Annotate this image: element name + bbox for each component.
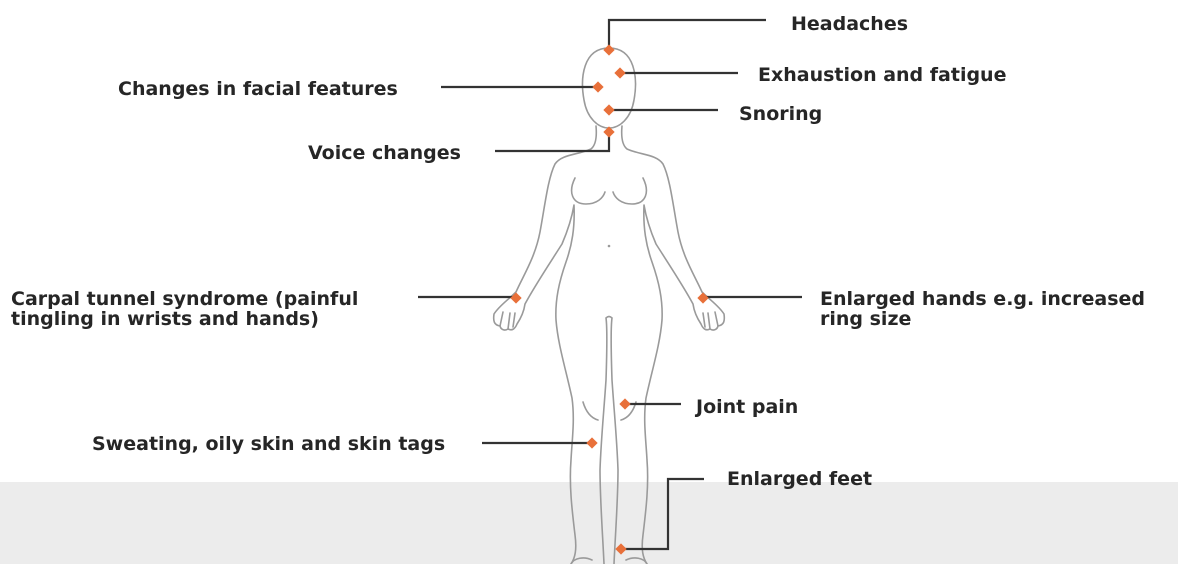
navel-mark [608,245,611,248]
label-facial: Changes in facial features [118,79,398,99]
left-body-side [494,126,597,564]
label-joint: Joint pain [696,397,798,417]
label-carpal: Carpal tunnel syndrome (painful tingling… [11,289,407,329]
feet-outline [571,558,647,564]
finger-lines [500,312,718,329]
marker-facial [592,81,603,92]
marker-snoring [603,104,614,115]
marker-carpal [510,292,521,303]
label-hands: Enlarged hands e.g. increased ring size [820,289,1172,329]
right-body-side [622,126,725,564]
marker-joint [619,398,630,409]
marker-feet [615,543,626,554]
marker-hands [697,292,708,303]
label-exhaustion: Exhaustion and fatigue [758,65,1006,85]
feet-connector [622,479,704,549]
marker-exhaustion [614,67,625,78]
chest-lines [572,178,647,204]
inner-legs [600,317,618,564]
headaches-connector [609,20,766,48]
marker-sweating [586,437,597,448]
label-voice: Voice changes [308,143,461,163]
marker-headaches [603,44,614,55]
label-feet: Enlarged feet [727,469,872,489]
body-outline [494,48,725,564]
label-snoring: Snoring [739,104,822,124]
label-sweating: Sweating, oily skin and skin tags [92,434,445,454]
label-headaches: Headaches [791,14,908,34]
